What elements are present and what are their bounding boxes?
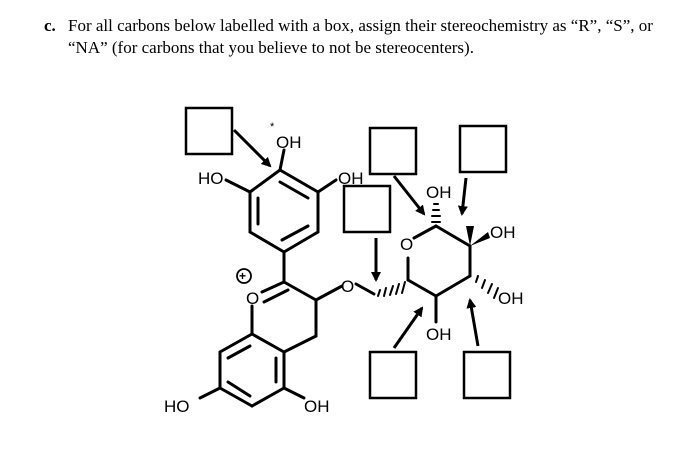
plus-sign: + — [239, 269, 246, 283]
question-line-2: “NA” (for carbons that you believe to no… — [68, 38, 474, 57]
arrow-box-6 — [466, 298, 480, 347]
question-letter: c. — [44, 16, 56, 35]
answer-box-5[interactable] — [368, 350, 418, 400]
pyrylium-ring — [250, 280, 344, 354]
catechol-ring — [224, 148, 338, 284]
label-o-glycosidic: O — [341, 277, 354, 296]
answer-box-1[interactable] — [184, 106, 234, 156]
sugar-ring — [406, 203, 499, 324]
question-line-1: For all carbons below labelled with a bo… — [68, 16, 653, 35]
label-oh-sugar-right: OH — [490, 223, 516, 242]
hashed-bond-anomeric — [377, 281, 406, 297]
answer-box-6[interactable] — [462, 350, 512, 400]
label-o-pyrylium: O — [246, 289, 259, 308]
label-oh-bottom: OH — [304, 397, 330, 416]
label-oh-sugar-top: OH — [426, 183, 452, 202]
label-oh-ring: OH — [338, 169, 364, 188]
label-ho-left: HO — [198, 169, 224, 188]
lower-aromatic-ring — [198, 332, 306, 408]
label-oh-top: OH — [276, 133, 302, 152]
label-ho-bottom: HO — [164, 397, 190, 416]
glycosidic-bond — [354, 282, 376, 296]
answer-box-3[interactable] — [458, 124, 508, 174]
answer-box-4[interactable] — [342, 184, 392, 234]
arrow-box-5 — [392, 306, 424, 349]
answer-box-2[interactable] — [368, 126, 418, 176]
label-o-sugar-ring: O — [400, 235, 413, 254]
arrow-box-2 — [392, 175, 426, 216]
label-oh-sugar-bottom: OH — [426, 325, 452, 344]
positive-charge-icon — [236, 268, 252, 284]
label-oh-sugar-lower-right: OH — [498, 289, 524, 308]
stereo-star: * — [270, 121, 275, 133]
arrow-box-3 — [457, 177, 468, 216]
arrow-box-1 — [232, 128, 272, 168]
